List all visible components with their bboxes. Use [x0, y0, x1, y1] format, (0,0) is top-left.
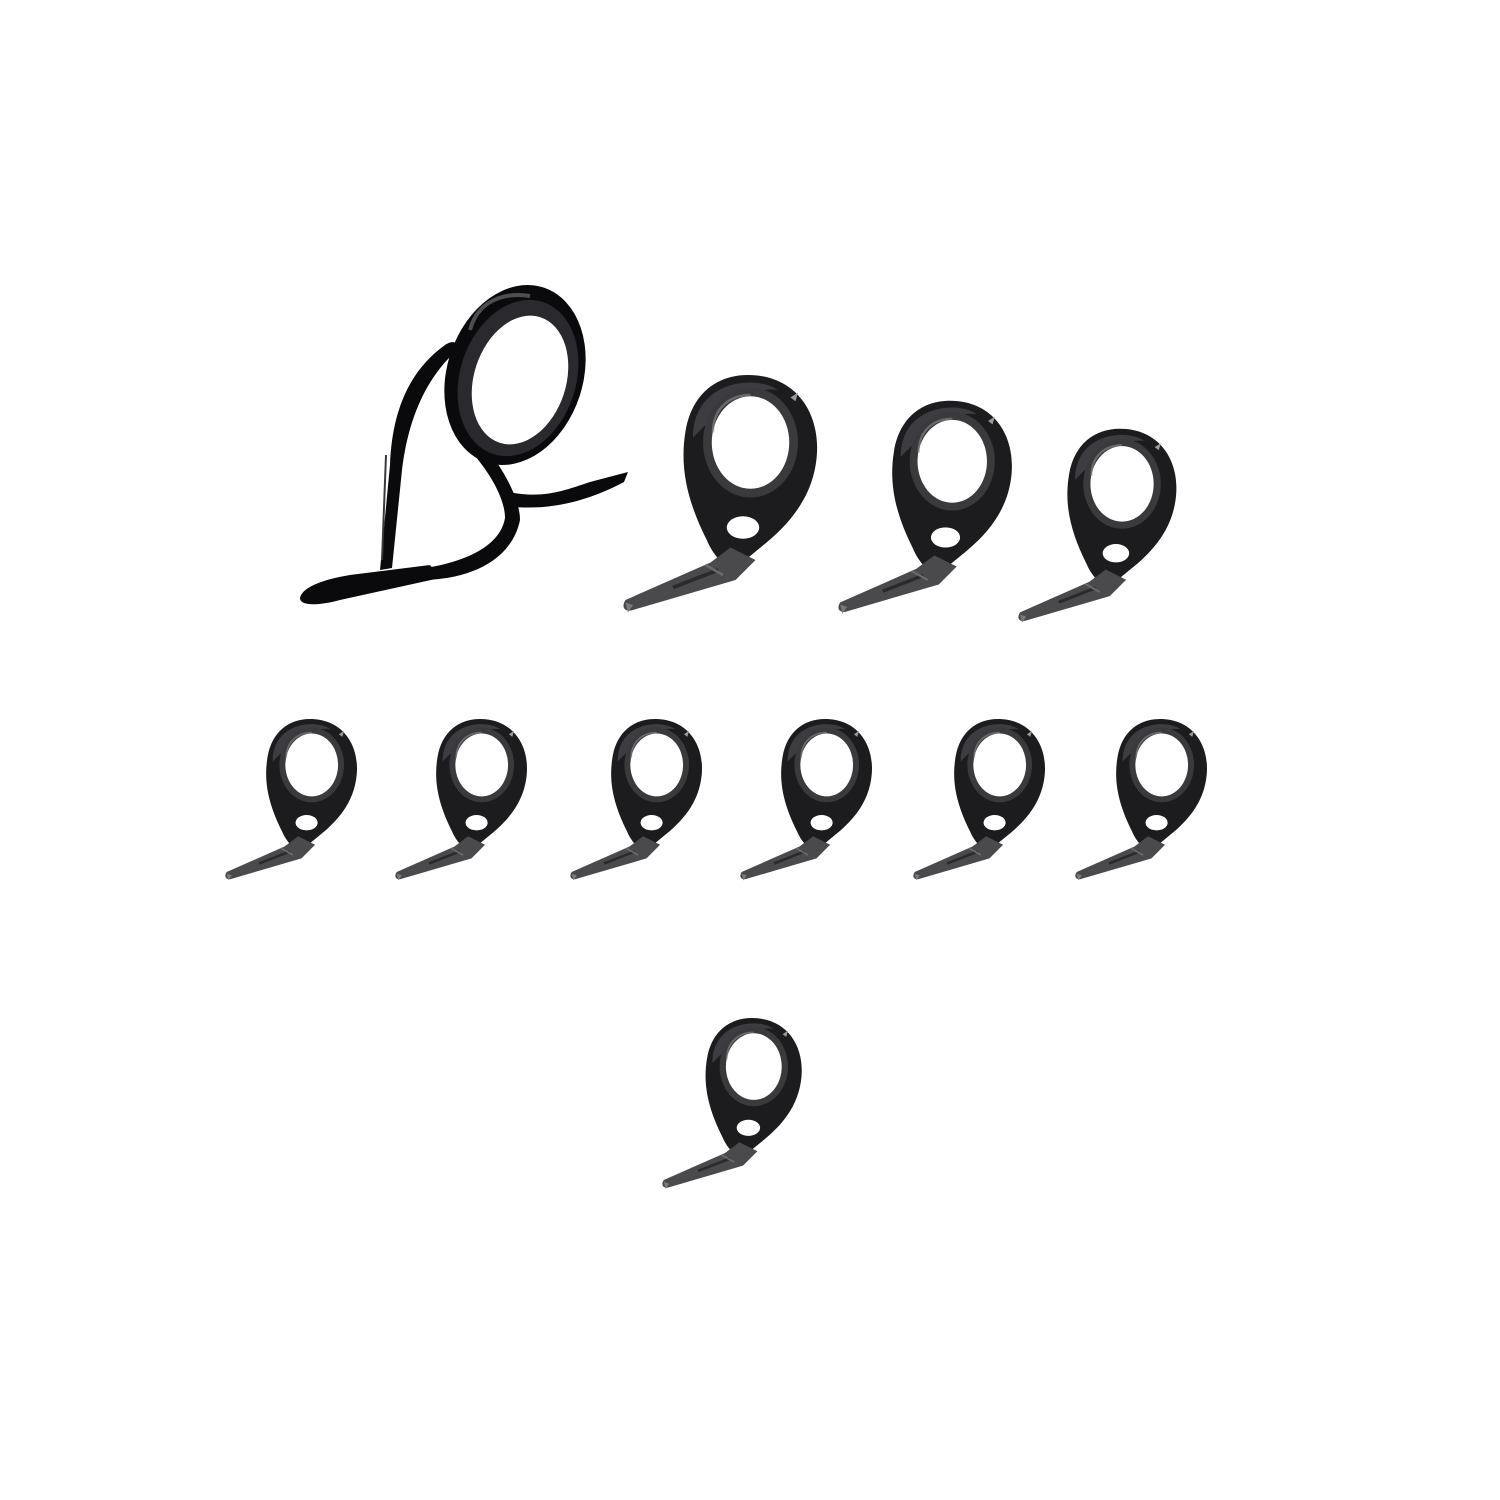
small-guide-2-icon: [394, 717, 529, 882]
large-guide-1-icon: [621, 373, 819, 615]
small-guide-6-icon: [1074, 717, 1209, 882]
small-guide-5-icon: [912, 717, 1047, 882]
small-guide-4-icon: [739, 717, 874, 882]
large-guide-2-icon: [836, 399, 1014, 616]
large-guide-3-icon: [1016, 427, 1178, 625]
small-guide-1-icon: [224, 717, 359, 882]
small-guide-7-icon: [661, 1016, 804, 1191]
double-foot-guide-icon: [300, 285, 628, 605]
small-guide-3-icon: [569, 717, 704, 882]
